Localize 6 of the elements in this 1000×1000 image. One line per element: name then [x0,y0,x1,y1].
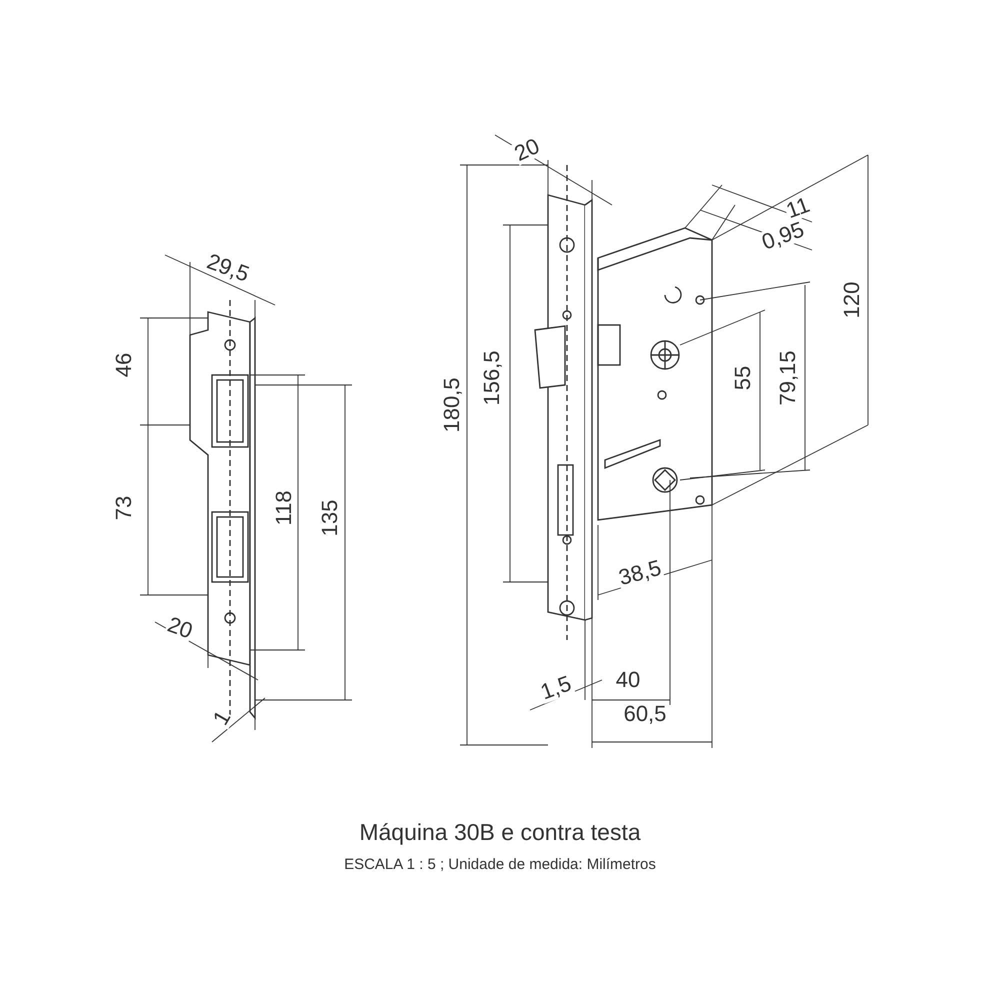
drawing-caption: ESCALA 1 : 5 ; Unidade de medida: Milímetros [344,854,656,874]
drawing-title: Máquina 30B e contra testa [359,818,641,847]
dimension-label: 180,5 [441,376,463,434]
dimension-label: 79,15 [777,349,799,407]
dimension-label: 60,5 [622,703,668,725]
dimension-label: 156,5 [481,349,503,407]
